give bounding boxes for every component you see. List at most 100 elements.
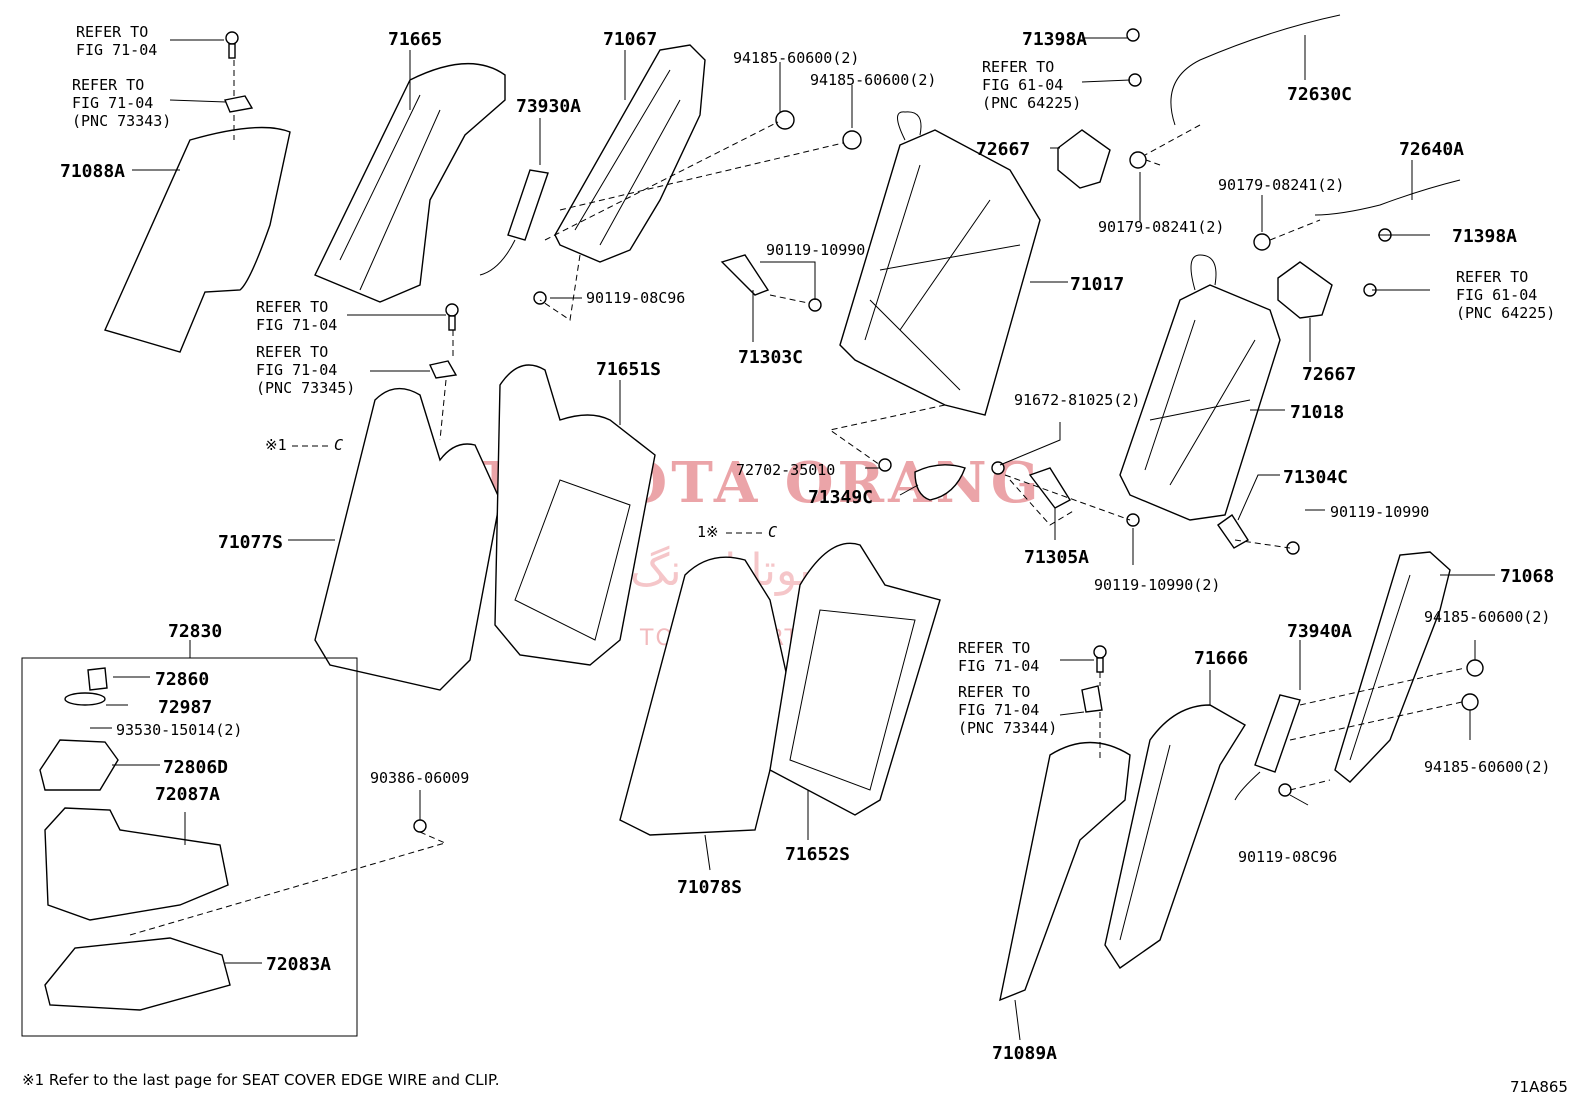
part-90119-08c96-b: 90119-08C96: [1238, 848, 1337, 866]
part-72087a: 72087A: [155, 784, 220, 805]
label-ref-fig-6104-right: REFER TO FIG 61-04 (PNC 64225): [1456, 268, 1555, 322]
label-ref-line2: FIG 71-04: [72, 94, 153, 112]
frame-71067: [554, 44, 706, 263]
part-71349c: 71349C: [808, 487, 873, 508]
label-ref-line2: FIG 71-04: [76, 41, 157, 59]
part-71078s: 71078S: [677, 877, 742, 898]
seatback-71078s: [619, 556, 791, 836]
cover-72667-top: [1057, 129, 1111, 189]
assembly-lines: [129, 60, 1466, 936]
part-72806d: 72806D: [163, 757, 228, 778]
label-ref-line3: (PNC 64225): [1456, 304, 1555, 322]
label-ref-line2: FIG 71-04: [256, 316, 337, 334]
part-72667-right: 72667: [1302, 364, 1356, 385]
pad-72987: [64, 692, 106, 706]
label-ref-line1: REFER TO: [256, 298, 328, 316]
part-94185-c: 94185-60600(2): [1424, 608, 1550, 626]
part-73940a: 73940A: [1287, 621, 1352, 642]
part-71651s: 71651S: [596, 359, 661, 380]
labels: REFER TO FIG 71-04 REFER TO FIG 71-04 (P…: [22, 23, 1568, 1096]
label-ref-fig-7104-mid: REFER TO FIG 71-04: [256, 298, 337, 334]
part-90119-10990-c: 90119-10990(2): [1094, 576, 1220, 594]
armrest-72087a: [44, 807, 229, 921]
label-ref-line3: (PNC 73344): [958, 719, 1057, 737]
label-ref-fig-7104-73344: REFER TO FIG 71-04 (PNC 73344): [958, 683, 1057, 737]
cable-72640a: [1314, 179, 1461, 216]
pad-71088a: [104, 126, 291, 353]
part-71017: 71017: [1070, 274, 1124, 295]
frame-71018: [1119, 284, 1281, 521]
c-symbol-left: C: [334, 436, 343, 454]
bracket-71305a: [1028, 467, 1071, 509]
label-ref-line1: REFER TO: [256, 343, 328, 361]
label-ref-line2: FIG 71-04: [256, 361, 337, 379]
armrest-72083a: [44, 937, 231, 1011]
side-cover-71666: [1104, 704, 1246, 969]
label-ref-line1: REFER TO: [72, 76, 144, 94]
label-ref-fig-6104-top: REFER TO FIG 61-04 (PNC 64225): [982, 58, 1081, 112]
part-94185-a: 94185-60600(2): [733, 49, 859, 67]
label-ref-line2: FIG 61-04: [982, 76, 1063, 94]
bracket-71303c: [720, 254, 770, 296]
armrest-72806d: [39, 739, 119, 791]
side-cover-71665: [314, 62, 506, 303]
label-ref-line2: FIG 71-04: [958, 701, 1039, 719]
footnote: ※1 Refer to the last page for SEAT COVER…: [22, 1071, 499, 1089]
part-71398a-right: 71398A: [1452, 226, 1517, 247]
part-94185-d: 94185-60600(2): [1424, 758, 1550, 776]
part-90119-08c96-a: 90119-08C96: [586, 289, 685, 307]
part-71068: 71068: [1500, 566, 1554, 587]
cover-71651s: [494, 364, 656, 666]
part-72987: 72987: [158, 697, 212, 718]
cap-72860: [87, 667, 108, 691]
part-72702: 72702-35010: [736, 461, 835, 479]
airbag-73940a: [1254, 694, 1301, 773]
part-90119-10990-a: 90119-10990: [766, 241, 865, 259]
label-ref-line1: REFER TO: [958, 683, 1030, 701]
part-71398a-top: 71398A: [1022, 29, 1087, 50]
label-ref-fig-7104-top: REFER TO FIG 71-04: [76, 23, 157, 59]
label-ref-fig-7104-73345: REFER TO FIG 71-04 (PNC 73345): [256, 343, 355, 397]
part-90386: 90386-06009: [370, 769, 469, 787]
part-73930a: 73930A: [516, 96, 581, 117]
part-90179-a: 90179-08241(2): [1218, 176, 1344, 194]
part-93530: 93530-15014(2): [116, 721, 242, 739]
label-ref-line3: (PNC 73343): [72, 112, 171, 130]
label-ref-line1: REFER TO: [958, 639, 1030, 657]
part-71018: 71018: [1290, 402, 1344, 423]
part-71666: 71666: [1194, 648, 1248, 669]
part-72830: 72830: [168, 621, 222, 642]
part-71067: 71067: [603, 29, 657, 50]
label-ref-fig-7104-73343: REFER TO FIG 71-04 (PNC 73343): [72, 76, 171, 130]
label-ref-line2: FIG 61-04: [1456, 286, 1537, 304]
part-91672: 91672-81025(2): [1014, 391, 1140, 409]
note-mark-right: 1※: [697, 523, 719, 541]
part-71304c: 71304C: [1283, 467, 1348, 488]
cable-72630c: [1170, 14, 1341, 126]
cover-72667-right: [1277, 261, 1333, 319]
part-90179-b: 90179-08241(2): [1098, 218, 1224, 236]
part-90119-10990-b: 90119-10990: [1330, 503, 1429, 521]
part-72860: 72860: [155, 669, 209, 690]
strap-71349c: [914, 464, 966, 501]
frame-71068: [1334, 551, 1451, 783]
part-72630c: 72630C: [1287, 84, 1352, 105]
label-ref-line2: FIG 71-04: [958, 657, 1039, 675]
label-ref-line1: REFER TO: [982, 58, 1054, 76]
part-71077s: 71077S: [218, 532, 283, 553]
part-94185-b: 94185-60600(2): [810, 71, 936, 89]
part-71652s: 71652S: [785, 844, 850, 865]
label-ref-fig-7104-bottom: REFER TO FIG 71-04: [958, 639, 1039, 675]
airbag-73930a: [507, 169, 549, 241]
seatback-71077s: [314, 387, 501, 691]
part-71305a: 71305A: [1024, 547, 1089, 568]
part-72667-top: 72667: [976, 139, 1030, 160]
part-71303c: 71303C: [738, 347, 803, 368]
label-ref-line3: (PNC 73345): [256, 379, 355, 397]
diagram-code: 71A865: [1510, 1078, 1568, 1096]
part-71088a: 71088A: [60, 161, 125, 182]
cover-71652s: [769, 542, 941, 816]
part-71089a: 71089A: [992, 1043, 1057, 1064]
part-72640a: 72640A: [1399, 139, 1464, 160]
